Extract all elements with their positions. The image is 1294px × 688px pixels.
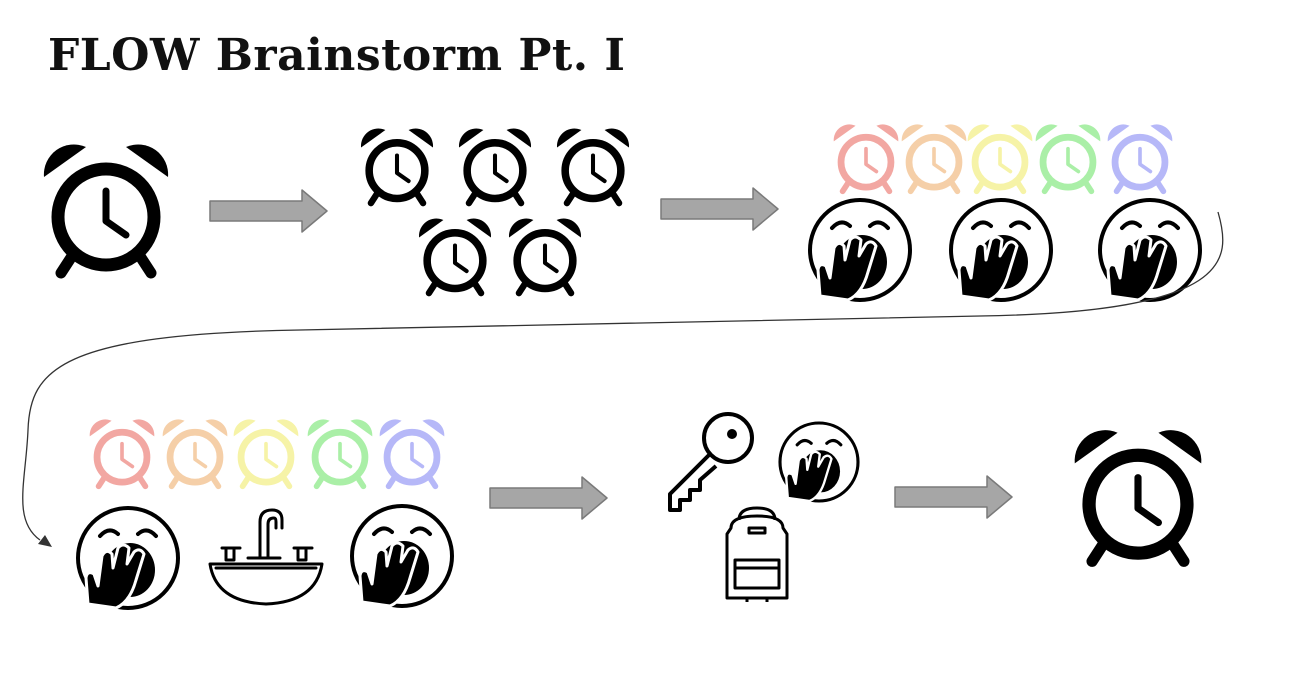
yawning-face-icon [949,198,1053,302]
alarm-clock-icon [1108,124,1173,191]
page-title: FLOW Brainstorm Pt. I [48,30,626,81]
alarm-clock-icon [1075,430,1202,561]
yawning-face-icon [808,198,912,302]
right-arrow-icon [660,187,779,231]
alarm-clock-icon [163,419,228,486]
alarm-clock-icon [902,124,967,191]
backpack-icon [725,506,789,604]
alarm-clock-icon [557,129,629,204]
alarm-clock-icon [380,419,445,486]
alarm-clock-icon [90,419,155,486]
yawning-face-icon [350,504,454,608]
alarm-clock-icon [509,219,581,294]
yawning-face-icon [76,506,180,610]
alarm-clock-icon [459,129,531,204]
alarm-clock-icon [44,144,168,273]
colored-alarm-row [834,124,1173,191]
alarm-clock-icon [834,124,899,191]
yawning-face-icon [1098,198,1202,302]
alarm-clock-icon [234,419,299,486]
sink-icon [208,508,324,606]
curved-connector-arrow [22,211,1224,541]
yawning-face-icon [778,421,860,503]
colored-alarm-row [90,419,445,486]
right-arrow-icon [489,476,608,520]
alarm-cluster [361,129,629,294]
alarm-clock-icon [419,219,491,294]
alarm-clock-icon [1036,124,1101,191]
alarm-clock-icon [361,129,433,204]
key-icon [668,412,754,512]
alarm-clock-icon [968,124,1033,191]
right-arrow-icon [894,475,1013,519]
connector-arrowhead [38,535,52,547]
right-arrow-icon [209,189,328,233]
alarm-clock-icon [308,419,373,486]
